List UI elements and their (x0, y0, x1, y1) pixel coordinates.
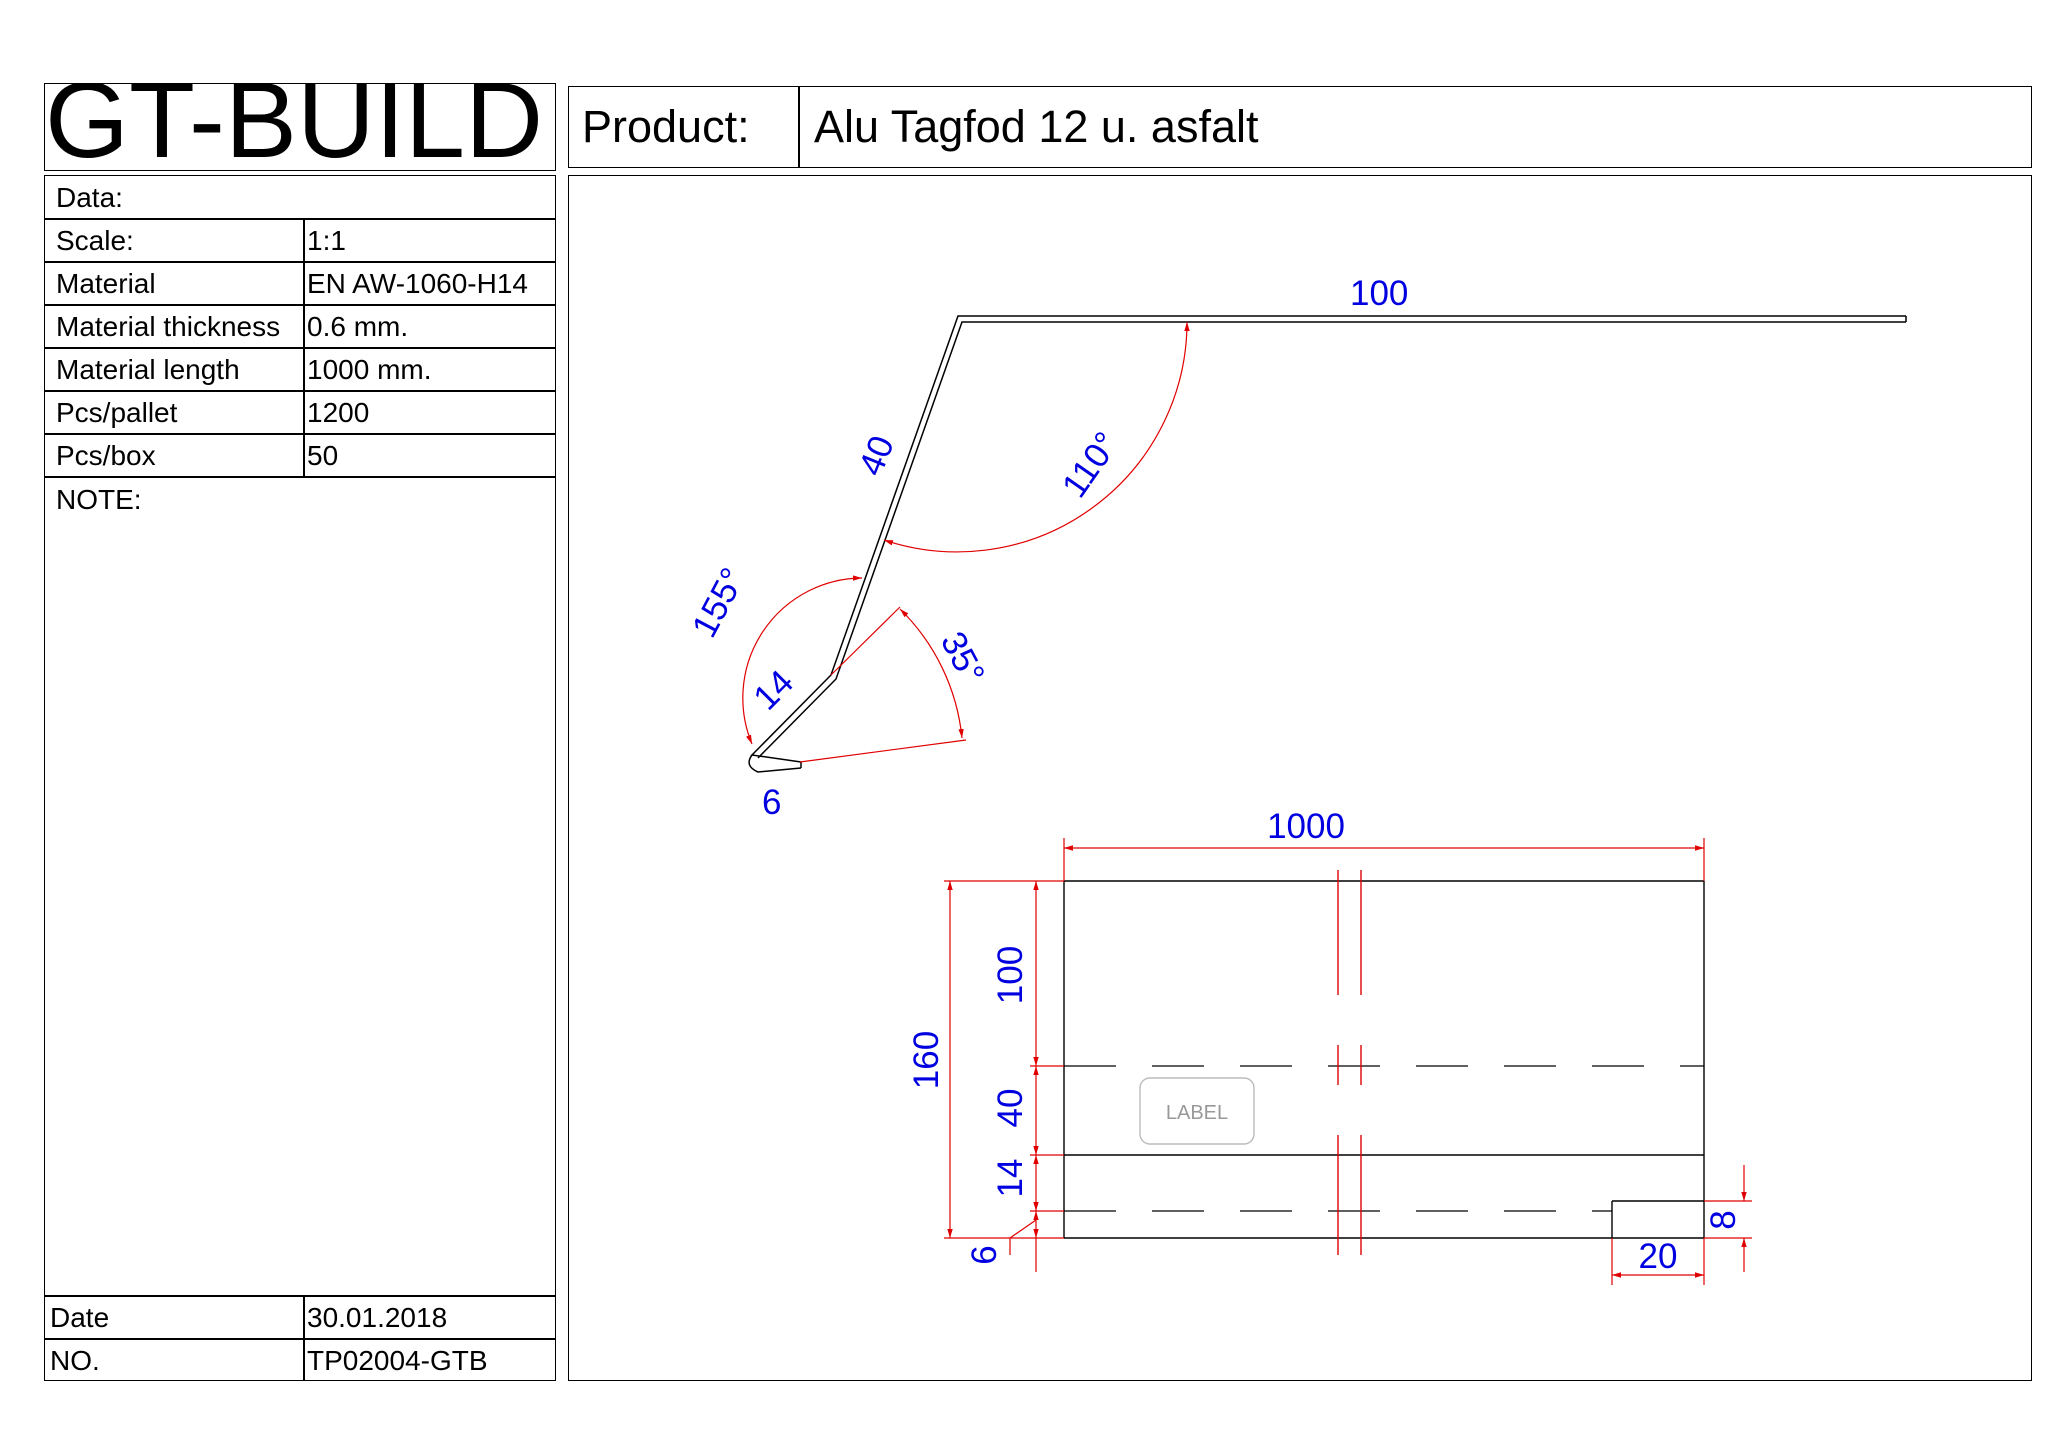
fold-lines (1064, 1065, 1704, 1212)
material-value: EN AW-1060-H14 (307, 268, 528, 299)
pcs-pallet-value: 1200 (307, 397, 370, 428)
brand-logo: GT-BUILD (44, 83, 556, 171)
brand-text: GT-BUILD (45, 83, 544, 171)
row-divider (44, 1295, 556, 1297)
dim-notch-height: 8 (1704, 1210, 1743, 1229)
angle-hem: 35° (933, 625, 992, 690)
product-header (568, 86, 2032, 168)
pcs-box-label: Pcs/box (56, 440, 156, 471)
dim-hem: 6 (762, 783, 781, 822)
product-label: Product: (582, 101, 750, 152)
note-label: NOTE: (56, 484, 142, 515)
row-divider (44, 218, 556, 220)
flat-dimensions (944, 838, 1752, 1285)
row-divider (44, 476, 556, 478)
data-label: Data: (56, 182, 123, 213)
row-divider (44, 1338, 556, 1340)
dim-segment-b: 40 (991, 1089, 1030, 1128)
scale-label: Scale: (56, 225, 134, 256)
dim-segment-d: 6 (965, 1245, 1004, 1264)
dim-total-width: 160 (907, 1031, 946, 1089)
thickness-value: 0.6 mm. (307, 311, 409, 342)
dim-length: 1000 (1267, 807, 1345, 846)
date-label: Date (50, 1302, 110, 1333)
dim-slope: 40 (851, 430, 902, 481)
product-divider (798, 86, 800, 168)
material-label: Material (56, 268, 156, 299)
break-marks (1337, 870, 1362, 1255)
row-divider (44, 390, 556, 392)
dim-segment-a: 100 (991, 946, 1030, 1004)
profile-outline (748, 315, 1907, 773)
pcs-box-value: 50 (307, 440, 339, 471)
info-table (44, 175, 556, 1381)
angle-top: 110° (1055, 425, 1127, 505)
column-divider (303, 218, 305, 476)
row-divider (44, 304, 556, 306)
pcs-pallet-label: Pcs/pallet (56, 397, 178, 428)
row-divider (44, 261, 556, 263)
angle-mid: 155° (685, 562, 753, 644)
thickness-label: Material thickness (56, 311, 281, 342)
row-divider (44, 433, 556, 435)
number-label: NO. (50, 1345, 100, 1376)
drawing-area (568, 175, 2032, 1381)
row-divider (44, 347, 556, 349)
dim-notch-width: 20 (1639, 1237, 1678, 1276)
length-value: 1000 mm. (307, 354, 432, 385)
dim-short-leg: 14 (746, 663, 801, 718)
number-value: TP02004-GTB (307, 1345, 488, 1376)
label-tag-text: LABEL (1166, 1102, 1228, 1124)
flat-pattern-outline (1063, 880, 1705, 1239)
scale-value: 1:1 (307, 225, 346, 256)
length-label: Material length (56, 354, 240, 385)
date-value: 30.01.2018 (307, 1302, 448, 1333)
dim-top-flange: 100 (1350, 274, 1408, 313)
profile-dimensions (742, 321, 1190, 763)
column-divider (303, 1295, 305, 1381)
product-name: Alu Tagfod 12 u. asfalt (814, 101, 1259, 152)
dim-segment-c: 14 (991, 1159, 1030, 1198)
label-tag-box (1139, 1077, 1255, 1145)
